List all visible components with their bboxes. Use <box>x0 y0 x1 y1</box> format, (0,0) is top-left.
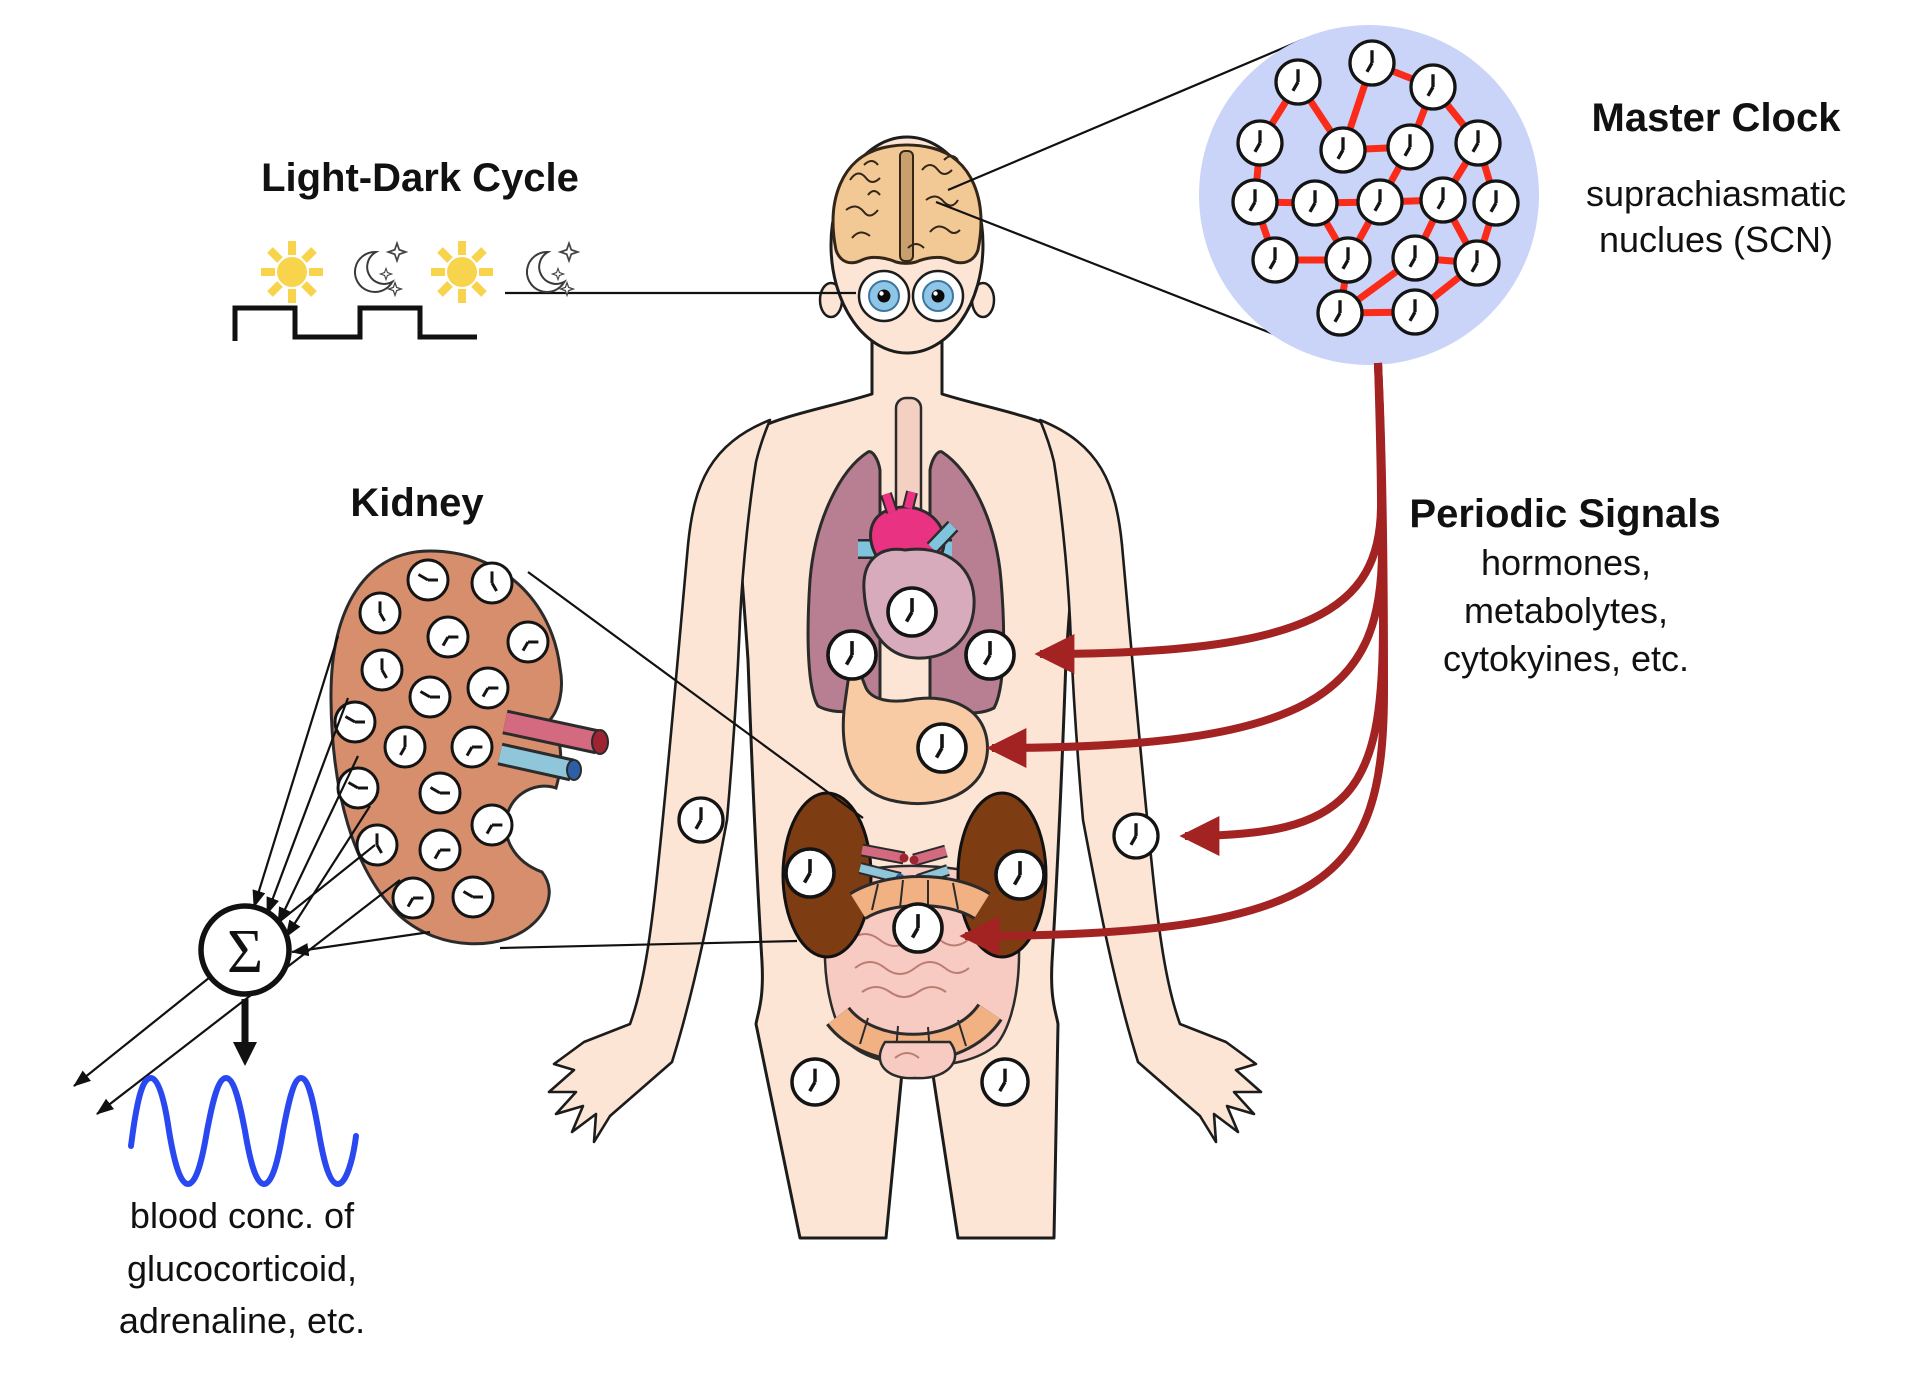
sine-wave <box>128 1074 359 1188</box>
clock-icon-heart <box>886 586 938 638</box>
clock-icon-arm-left <box>677 796 725 844</box>
blood-label-line1: blood conc. of <box>130 1195 355 1236</box>
scn-clock-icon <box>1391 288 1439 336</box>
kidney-clock-icon <box>466 666 510 710</box>
kidney-clock-icon <box>360 648 404 692</box>
clock-icon-lung-right <box>964 629 1016 681</box>
square-wave <box>232 305 477 341</box>
scn-clocks <box>1231 39 1520 337</box>
kidney-clock-icon <box>470 561 514 605</box>
right-arm <box>1038 418 1263 1144</box>
blood-label-line2: glucocorticoid, <box>127 1248 357 1289</box>
kidney-zoom-line-upper <box>527 571 864 819</box>
scn-clock-icon <box>1251 236 1299 284</box>
scn-master-clock <box>1199 25 1539 365</box>
clock-icon-lung-left <box>826 629 878 681</box>
kidney-clock-icon <box>336 766 380 810</box>
clock-icon-intestine <box>892 902 944 954</box>
sun-icon <box>431 241 493 303</box>
sum-symbol: Σ <box>227 918 263 986</box>
scn-clock-icon <box>1356 178 1404 226</box>
periodic-line3: cytokyines, etc. <box>1443 638 1689 679</box>
scn-clock-icon <box>1453 239 1501 287</box>
scn-clock-icon <box>1409 63 1457 111</box>
scn-clock-icon <box>1419 176 1467 224</box>
sun-icon <box>261 241 323 303</box>
scn-clock-icon <box>1319 126 1367 174</box>
large-intestine <box>826 875 1003 1080</box>
clock-icon-kidney-left <box>784 847 836 899</box>
right-labels: Master Clock suprachiasmatic nuclues (SC… <box>1409 96 1846 679</box>
scn-clock-icon <box>1291 179 1339 227</box>
kidney-title: Kidney <box>350 481 484 525</box>
kidney-vessels <box>497 709 609 782</box>
kidney-clock-icon <box>406 558 450 602</box>
scn-clock-icon <box>1391 234 1439 282</box>
renal-vessels <box>858 843 950 886</box>
kidney-clock-icon <box>418 771 462 815</box>
left-eye <box>857 269 911 323</box>
scn-clock-icon <box>1231 178 1279 226</box>
moon-icon <box>527 243 578 295</box>
scn-clock-icon <box>1454 119 1502 167</box>
left-arm <box>547 418 772 1144</box>
kidney-clock-icon <box>383 725 427 769</box>
kidney-clock-icon <box>408 675 452 719</box>
brain-to-scn-line-upper <box>947 38 1303 192</box>
kidney-clock-icon <box>451 875 495 919</box>
kidney-clock-icon <box>450 725 494 769</box>
periodic-line1: hormones, <box>1481 542 1651 583</box>
moon-icon <box>355 243 406 295</box>
clock-icon-stomach <box>916 722 968 774</box>
signal-arrow-intestine <box>959 362 1389 956</box>
periodic-signals-title: Periodic Signals <box>1409 492 1720 536</box>
kidney-clock-icon <box>391 876 435 920</box>
scn-clock-icon <box>1236 119 1284 167</box>
body-clocks <box>677 586 1160 1107</box>
right-eye <box>911 269 965 323</box>
kidney-zoom-line-lower <box>499 939 798 950</box>
scn-clock-icon <box>1316 289 1364 337</box>
kidney-clocks <box>333 558 550 920</box>
kidney-clock-icon <box>418 828 462 872</box>
periodic-line2: metabolytes, <box>1464 590 1668 631</box>
kidney-panel: Kidney Σ blood conc. of glu <box>73 481 609 1341</box>
signal-arrow-arm <box>1179 362 1388 856</box>
blood-label-line3: adrenaline, etc. <box>119 1300 365 1341</box>
clock-icon-kidney-right <box>994 849 1046 901</box>
sum-circle <box>198 903 292 997</box>
light-dark-cycle: Light-Dark Cycle <box>232 156 579 341</box>
master-clock-title: Master Clock <box>1592 96 1842 140</box>
periodic-signal-arrows <box>959 362 1389 956</box>
kidney-clock-icon <box>355 823 399 867</box>
kidney-clock-icon <box>358 591 402 635</box>
kidney-clock-icon <box>506 620 550 664</box>
clock-icon-thigh-right <box>980 1057 1030 1107</box>
scn-clock-icon <box>1386 123 1434 171</box>
sum-output-arrow <box>233 999 257 1066</box>
kidney-clock-icon <box>470 803 514 847</box>
clock-icon-arm-right <box>1112 812 1160 860</box>
brain <box>831 143 983 265</box>
kidney-clock-icon <box>426 615 470 659</box>
scn-subtitle-line1: suprachiasmatic <box>1586 173 1846 214</box>
scn-clock-icon <box>1472 179 1520 227</box>
human-body <box>547 135 1263 1240</box>
scn-subtitle-line2: nuclues (SCN) <box>1599 219 1833 260</box>
scn-clock-icon <box>1324 236 1372 284</box>
scn-clock-icon <box>1274 58 1322 106</box>
clock-icon-thigh-left <box>790 1057 840 1107</box>
scn-clock-icon <box>1348 39 1396 87</box>
light-dark-title: Light-Dark Cycle <box>261 156 579 200</box>
kidney-clock-icon <box>333 700 377 744</box>
